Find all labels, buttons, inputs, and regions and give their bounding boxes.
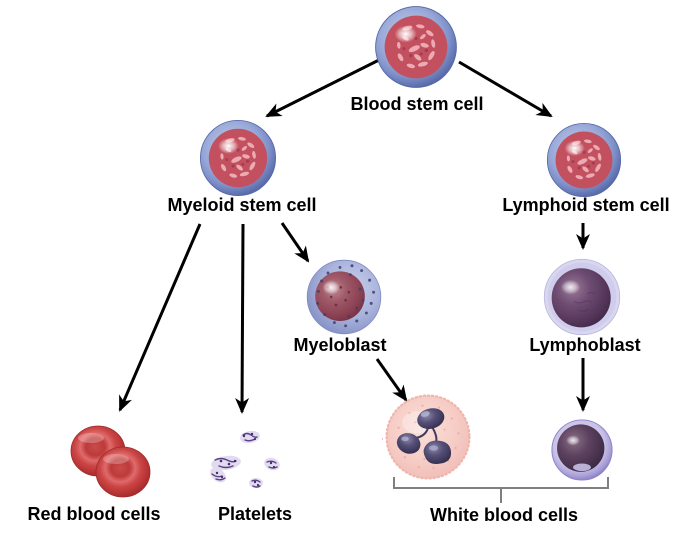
arrow-blood-to-myeloid bbox=[265, 58, 380, 118]
arrow-myeloid-to-platelets bbox=[235, 223, 250, 414]
lymphoid-stem-cell-illustration bbox=[546, 122, 622, 198]
label-lymphoblast: Lymphoblast bbox=[529, 335, 641, 355]
label-myeloblast: Myeloblast bbox=[293, 335, 387, 355]
label-myeloid-stem-cell: Myeloid stem cell bbox=[167, 195, 317, 215]
label-white-blood-cells: White blood cells bbox=[429, 505, 579, 525]
myeloblast-illustration bbox=[306, 259, 382, 335]
label-red-blood-cells: Red blood cells bbox=[27, 504, 161, 524]
label-lymphoid-stem-cell: Lymphoid stem cell bbox=[502, 195, 670, 215]
myeloid-stem-cell-illustration bbox=[199, 120, 277, 197]
granulocyte-illustration bbox=[382, 394, 471, 480]
arrow-blood-to-lymphoid bbox=[458, 60, 553, 118]
white-blood-cells-bracket bbox=[393, 477, 609, 503]
arrow-myeloid-to-myeloblast bbox=[280, 222, 310, 263]
platelets-illustration bbox=[210, 430, 280, 488]
lymphoblast-illustration bbox=[543, 258, 621, 336]
arrow-myeloid-to-rbc bbox=[118, 223, 202, 412]
arrow-myeloblast-to-granulocyte bbox=[375, 358, 408, 402]
blood-stem-cell-illustration bbox=[375, 6, 457, 88]
red-blood-cells-illustration bbox=[70, 425, 151, 498]
lymphocyte-illustration bbox=[551, 419, 613, 481]
label-blood-stem-cell: Blood stem cell bbox=[350, 94, 484, 114]
label-platelets: Platelets bbox=[217, 504, 293, 524]
